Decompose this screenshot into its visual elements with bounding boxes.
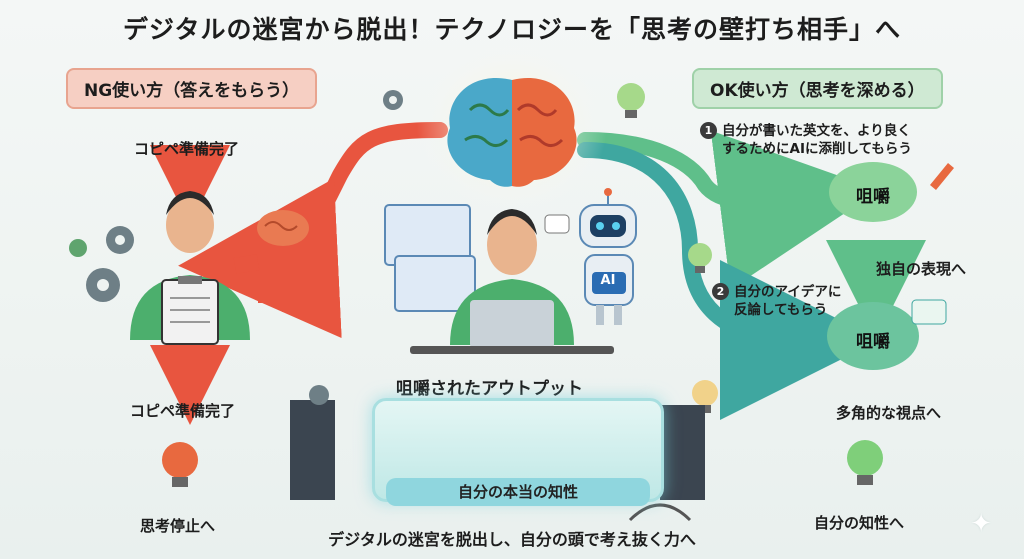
output-label: 自分の本当の知性 — [386, 478, 650, 506]
ok-item-1-line2: するためにAIに添削してもらう — [722, 141, 912, 158]
robot-badge: AI — [600, 273, 616, 288]
ok-item-2-line1: 自分のアイデアに — [734, 284, 842, 300]
ok-item-1-line1: 自分が書いた英文を、より良く — [722, 123, 911, 139]
gear-icons-left — [69, 90, 403, 302]
output-heading: 咀嚼されたアウトプット — [396, 379, 583, 399]
ok-heading: OK使い方（思考を深める） — [692, 68, 943, 109]
ng-person-illustration — [130, 191, 250, 345]
ng-top-step-label: コピペ準備完了 — [134, 140, 240, 158]
ok-item-2-number: 2 — [712, 283, 729, 300]
ok-final-label: 自分の知性へ — [814, 514, 905, 532]
lightbulb-icons — [162, 83, 883, 487]
brain-illustration-center — [417, 42, 607, 212]
sparkle-icon: ✦ — [970, 509, 992, 539]
ok-result-2-label: 多角的な視点へ — [836, 404, 942, 422]
ng-bottom-step-label: コピペ準備完了 — [130, 402, 236, 420]
ng-heading: NG使い方（答えをもらう） — [66, 68, 318, 109]
brain-small-icon — [257, 210, 309, 246]
ng-result-label: 思考停止へ — [140, 517, 216, 535]
robot-illustration — [544, 188, 637, 325]
ok-result-1-label: 独自の表現へ — [876, 260, 967, 278]
ng-flow-arrow — [178, 122, 448, 339]
brain-bubble-icons — [827, 162, 954, 370]
ok-bubble-1-label: 咀嚼 — [856, 187, 890, 207]
page-title: デジタルの迷宮から脱出！テクノロジーを「思考の壁打ち相手」へ — [122, 15, 901, 44]
ok-item-1-number: 1 — [700, 122, 717, 139]
ok-item-2: 2 自分のアイデアに 反論してもらう — [712, 283, 841, 319]
ok-bubble-2-label: 咀嚼 — [856, 332, 890, 352]
footer-tagline: デジタルの迷宮を脱出し、自分の頭で考え抜く力へ — [328, 530, 696, 549]
ok-item-2-line2: 反論してもらう — [734, 302, 828, 319]
center-person-illustration — [384, 204, 614, 354]
ok-item-1: 1 自分が書いた英文を、より良く するためにAIに添削してもらう — [700, 122, 912, 158]
